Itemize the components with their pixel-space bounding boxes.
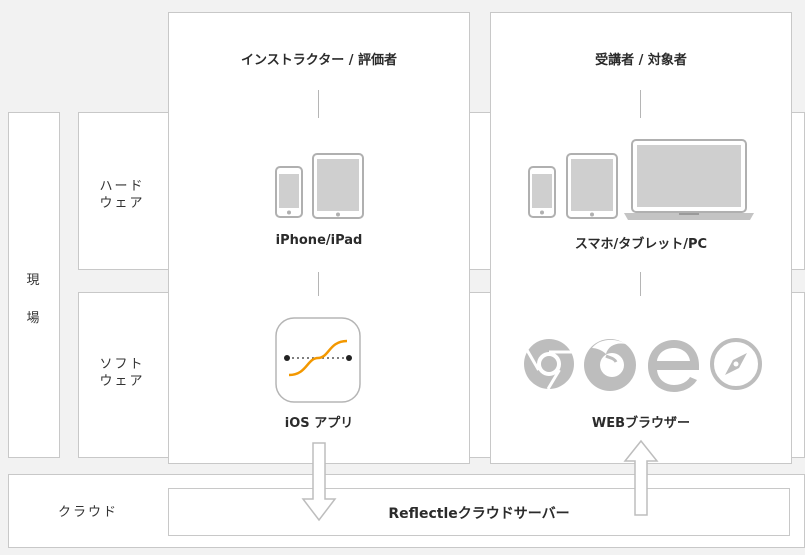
firefox-icon [584,339,636,391]
learner-title: 受講者 / 対象者 [595,53,687,68]
phone-icon [275,166,303,218]
chrome-icon [524,339,574,390]
divider-line [640,90,641,118]
instructor-software-label: iOS アプリ [284,416,354,431]
instructor-title: インストラクター / 評価者 [240,53,398,68]
field-label-line1: 現 [26,273,42,288]
software-row-label: ソフト ウェア [78,356,166,390]
app-icon[interactable] [275,317,361,403]
up-arrow-icon [623,439,659,516]
divider-line [318,90,319,118]
hardware-label-line2: ウェア [99,196,145,211]
hardware-label-line1: ハード [99,179,145,194]
tablet-icon [312,153,364,219]
laptop-icon [624,139,754,220]
learner-software-label: WEBブラウザー [591,416,691,431]
field-row-box [8,112,60,458]
field-row-label: 現 場 [8,262,60,338]
tablet-icon [566,153,618,219]
server-label: Reflectleクラウドサーバー [388,506,570,522]
cloud-row-label: クラウド [57,505,118,520]
software-label-line1: ソフト [99,357,145,372]
hardware-row-label: ハード ウェア [78,178,166,212]
down-arrow-icon [301,442,337,522]
safari-icon [710,338,762,390]
software-label-line2: ウェア [99,374,145,389]
learner-hardware-label: スマホ/タブレット/PC [574,237,708,252]
ie-icon [648,340,699,392]
field-label-line2: 場 [26,311,42,326]
instructor-hardware-label: iPhone/iPad [275,233,363,248]
phone-icon [528,166,556,218]
cloud-server-box [168,488,790,536]
divider-line [318,272,319,296]
divider-line [640,272,641,296]
